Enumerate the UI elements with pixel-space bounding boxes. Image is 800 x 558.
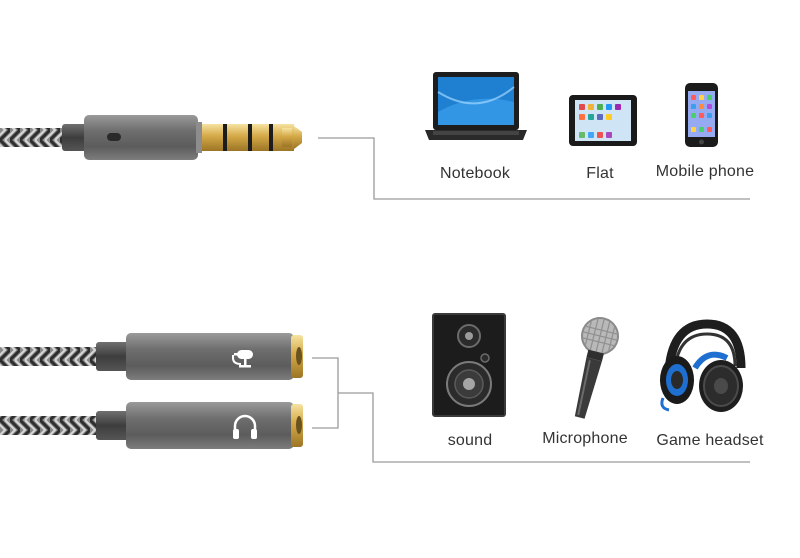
tablet-icon: [569, 95, 637, 146]
device-label-notebook: Notebook: [439, 165, 511, 182]
headphone-symbol-icon: [233, 414, 257, 439]
braided-cable: [0, 416, 100, 435]
bottom-connector-line: [338, 392, 750, 463]
bottom-bracket-line: [312, 357, 339, 429]
trrs-plug: [0, 115, 302, 160]
laptop-icon: [425, 72, 527, 140]
device-label-game-headset: Game headset: [656, 432, 764, 449]
headphone-socket: [0, 402, 303, 449]
device-label-flat: Flat: [586, 165, 614, 182]
strain-relief: [62, 124, 88, 151]
microphone-icon: [574, 317, 619, 419]
device-label-microphone: Microphone: [542, 430, 628, 447]
braided-cable: [0, 128, 66, 147]
speaker-icon: [432, 313, 506, 417]
plug-housing: [84, 115, 198, 160]
braided-cable: [0, 347, 100, 366]
device-label-mobile-phone: Mobile phone: [655, 163, 755, 180]
mic-socket: [0, 333, 303, 380]
smartphone-icon: [685, 83, 718, 147]
housing-indent: [107, 133, 121, 141]
headset-icon: [660, 319, 746, 412]
device-label-sound: sound: [447, 432, 493, 449]
microphone-symbol-icon: [232, 350, 253, 368]
top-connector-line: [318, 137, 750, 200]
